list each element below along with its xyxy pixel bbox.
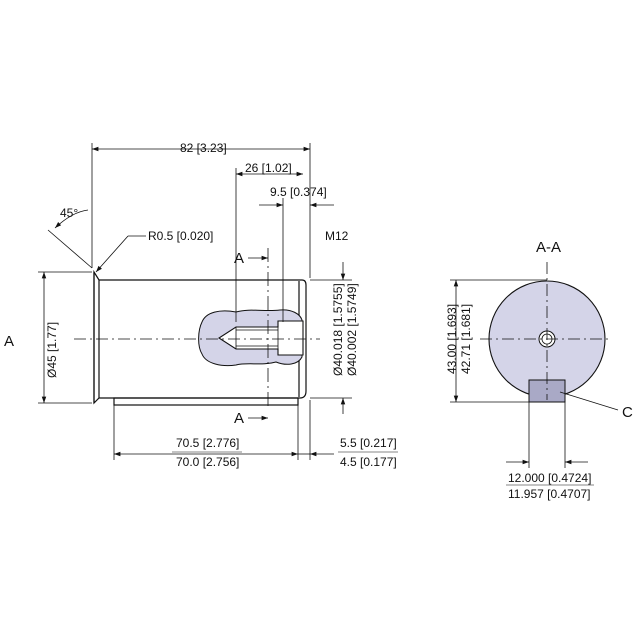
key-length-min-label: 70.0 [2.756] (176, 455, 239, 469)
shaft-outline (93, 269, 307, 405)
diameter-dimension: Ø45 [1.77] (38, 271, 92, 404)
datum-a-label: A (4, 333, 14, 350)
thread-size-label: M12 (325, 229, 349, 243)
shaft-dia-min-label: Ø40.002 [1.5749] (345, 283, 359, 376)
shaft-diameter-dimension: Ø40.018 [1.5755] Ø40.002 [1.5749] (310, 262, 359, 414)
diameter-label: Ø45 [1.77] (45, 322, 59, 378)
radius-label: R0.5 [0.020] (148, 229, 213, 243)
overall-length-label: 82 [3.23] (180, 141, 227, 155)
top-dimensions: 82 [3.23] 26 [1.02] 9.5 [0.374] M12 (91, 141, 349, 322)
section-marker-top: A (234, 250, 244, 267)
key-profile (113, 397, 299, 406)
chamfer-callout: 45° R0.5 [0.020] (47, 206, 213, 273)
section-marker-bottom: A (234, 410, 244, 427)
thread-depth-label: 26 [1.02] (245, 161, 292, 175)
thread-offset-label: 9.5 [0.374] (270, 185, 327, 199)
shaft-dia-max-label: Ø40.018 [1.5755] (331, 283, 345, 376)
key-end-min-label: 4.5 [0.177] (340, 455, 397, 469)
key-width-min-label: 11.957 [0.4707] (508, 487, 591, 501)
section-title: A-A (536, 239, 561, 256)
chamfer-angle-label: 45° (60, 206, 78, 220)
key-height-min-label: 42.71 [1.681] (459, 304, 473, 374)
key-length-dimension: 70.5 [2.776] 70.0 [2.756] 5.5 [0.217] 4.… (113, 400, 398, 469)
key-callout-label: C (622, 404, 633, 421)
key-end-max-label: 5.5 [0.217] (340, 436, 397, 450)
key-length-max-label: 70.5 [2.776] (176, 436, 239, 450)
section-markers: A A A (4, 248, 269, 427)
key-height-max-label: 43.00 [1.693] (445, 304, 459, 374)
key-width-max-label: 12.000 [0.4724] (508, 471, 591, 485)
section-view: A-A 43.00 [1.693] 42.71 [1.681] C 12.000… (445, 239, 633, 501)
shaft-side-view (74, 269, 320, 406)
